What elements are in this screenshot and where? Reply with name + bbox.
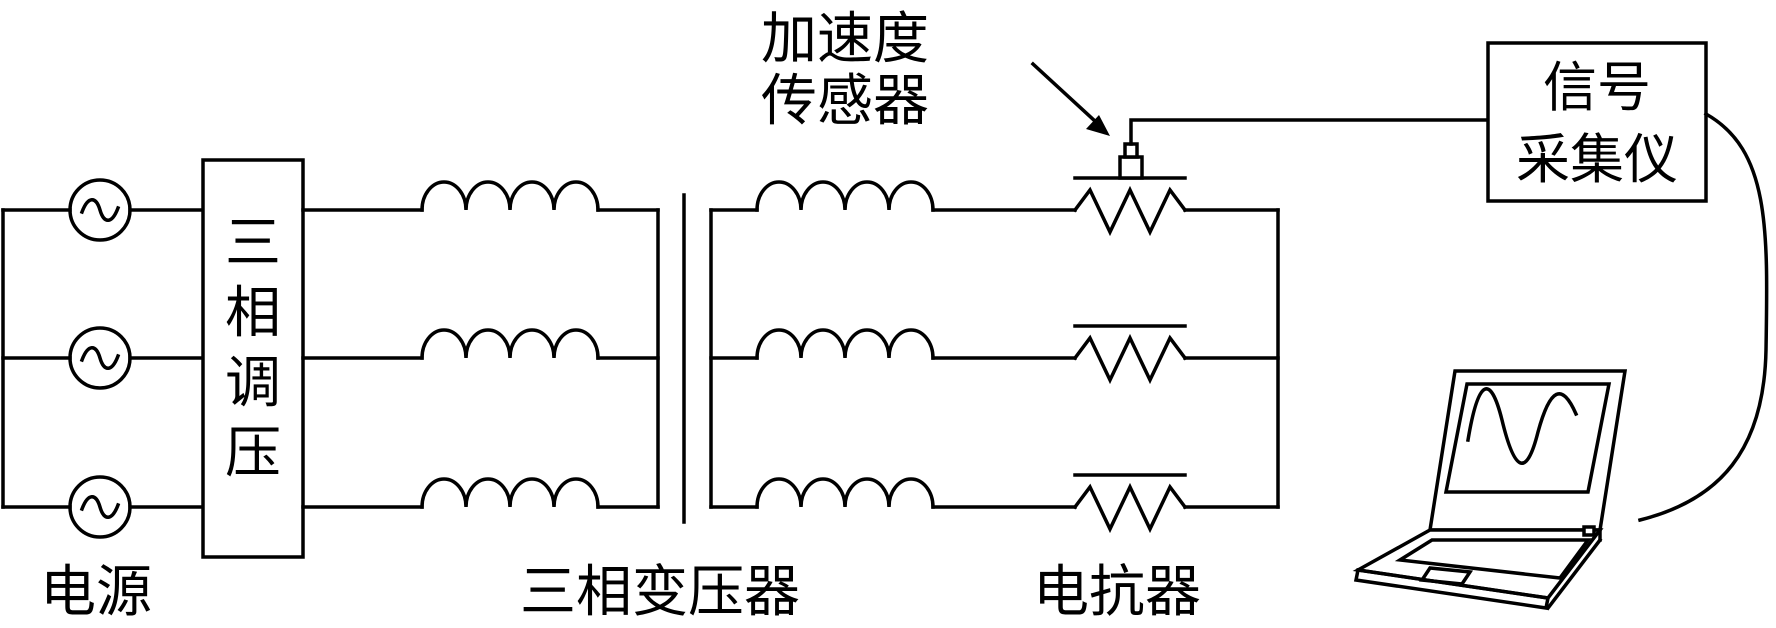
sensor-label-line2: 传感器 xyxy=(761,69,929,134)
transformer-primary xyxy=(301,180,660,509)
signal-acquisition-box: 信号 采集仪 xyxy=(1486,41,1708,203)
reactor-label: 电抗器 xyxy=(1033,560,1201,625)
regulator-char-1: 三 xyxy=(225,211,281,276)
sensor-icon xyxy=(1118,155,1144,180)
inductor-coil-icon xyxy=(755,180,935,212)
transformer-label: 三相变压器 xyxy=(520,560,800,625)
zigzag-resistor-icon xyxy=(1072,185,1188,237)
voltage-regulator: 三 相 调 压 xyxy=(201,158,305,559)
arrow-icon xyxy=(1030,61,1099,125)
laptop-keyboard xyxy=(1394,538,1592,580)
laptop-touchpad xyxy=(1418,566,1474,586)
ac-source-icon xyxy=(68,326,132,390)
accelerometer-sensor xyxy=(1030,61,1490,180)
daq-laptop-cable xyxy=(1637,111,1769,523)
daq-label-line1: 信号 xyxy=(1543,56,1651,119)
ac-source-icon xyxy=(68,178,132,242)
inductor-coil-icon xyxy=(420,328,600,360)
sine-wave-icon xyxy=(1465,387,1579,465)
laptop-screen xyxy=(1443,382,1612,494)
laptop-port xyxy=(1582,525,1596,537)
arrow-head-icon xyxy=(1086,115,1110,136)
daq-label-line2: 采集仪 xyxy=(1516,128,1678,191)
inductor-coil-icon xyxy=(420,477,600,509)
regulator-char-2: 相 xyxy=(225,281,281,346)
laptop-icon xyxy=(1352,369,1628,611)
inductor-coil-icon xyxy=(755,477,935,509)
sensor-cable xyxy=(1129,118,1490,146)
zigzag-resistor-icon xyxy=(1072,333,1188,385)
inductor-coil-icon xyxy=(420,180,600,212)
reactor-group xyxy=(1072,176,1280,534)
transformer-secondary xyxy=(709,180,1077,509)
zigzag-resistor-icon xyxy=(1072,482,1188,534)
ac-source-icon xyxy=(68,475,132,539)
regulator-char-4: 压 xyxy=(225,421,281,486)
power-source-group xyxy=(1,178,205,539)
sensor-label-line1: 加速度 xyxy=(761,7,929,72)
inductor-coil-icon xyxy=(755,328,935,360)
source-label: 电源 xyxy=(40,560,152,625)
regulator-char-3: 调 xyxy=(225,351,281,416)
